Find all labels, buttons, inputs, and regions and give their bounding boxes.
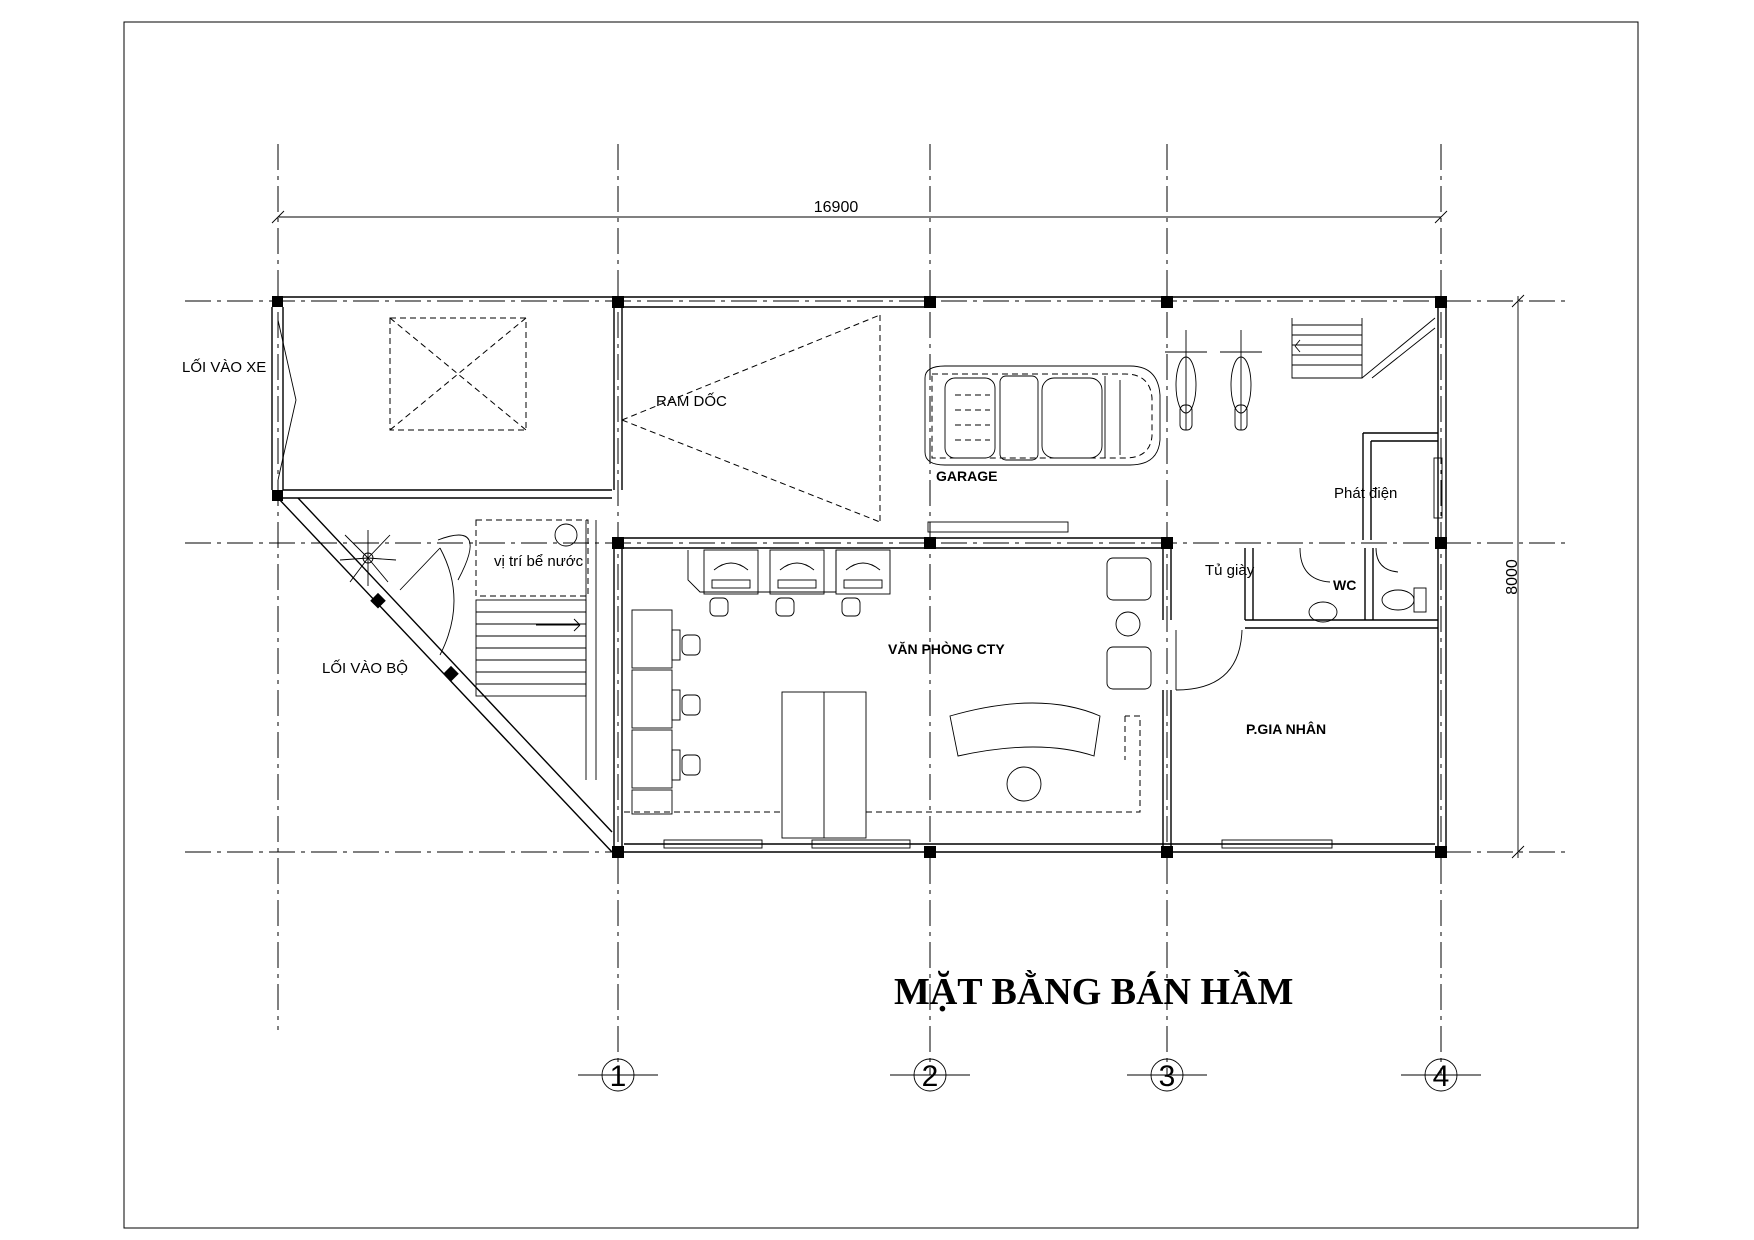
axis-label-1: 1 [610, 1060, 627, 1093]
family-room-label: P.GIA NHÂN [1246, 720, 1326, 737]
width-dimension-label: 16900 [814, 199, 859, 216]
plant-icon [339, 530, 397, 586]
water-tank-label: vị trí bể nước [494, 553, 584, 570]
void-opening [389, 317, 527, 431]
wc-fixtures [1299, 547, 1427, 623]
ramp: RAM DỐC [621, 314, 881, 523]
garage-entry-door [277, 319, 297, 481]
shoe-cabinet-label: Tủ giày [1205, 562, 1255, 579]
generator-label: Phát điện [1334, 485, 1397, 502]
structural-columns [272, 296, 1447, 858]
stair-top-right [1291, 317, 1436, 379]
reception-desk [949, 702, 1101, 802]
bottom-windows [663, 457, 1443, 849]
office-partition [624, 691, 1141, 839]
pedestrian-entrance-label: LỐI VÀO BỘ [322, 659, 408, 677]
motorcycle-icon [1165, 330, 1262, 431]
office-door [1175, 629, 1243, 691]
drawing-title: MẶT BẰNG BÁN HẦM [894, 970, 1293, 1013]
wc-label: WC [1333, 577, 1356, 593]
walls [271, 296, 1447, 853]
axis-label-3: 3 [1159, 1060, 1176, 1093]
depth-dimension-label: 8000 [1504, 559, 1521, 595]
car-icon [924, 365, 1161, 466]
grid-lines [185, 144, 1565, 1075]
sofa-group [1106, 557, 1152, 690]
pedestrian-door [399, 547, 455, 656]
office-label: VĂN PHÒNG CTY [888, 640, 1005, 657]
width-dimension: 16900 [271, 199, 1448, 224]
axis-label-2: 2 [922, 1060, 939, 1093]
axis-label-4: 4 [1433, 1060, 1450, 1093]
depth-dimension: 8000 [1504, 294, 1525, 859]
garage-label: GARAGE [936, 468, 997, 484]
sheet-border [123, 21, 1639, 1229]
axis-markers: 1 2 3 4 [578, 1058, 1481, 1093]
vehicle-entrance-label: LỐI VÀO XE [182, 358, 266, 376]
ramp-label: RAM DỐC [656, 392, 727, 410]
office-workstations [631, 549, 891, 815]
left-stair [437, 519, 597, 780]
